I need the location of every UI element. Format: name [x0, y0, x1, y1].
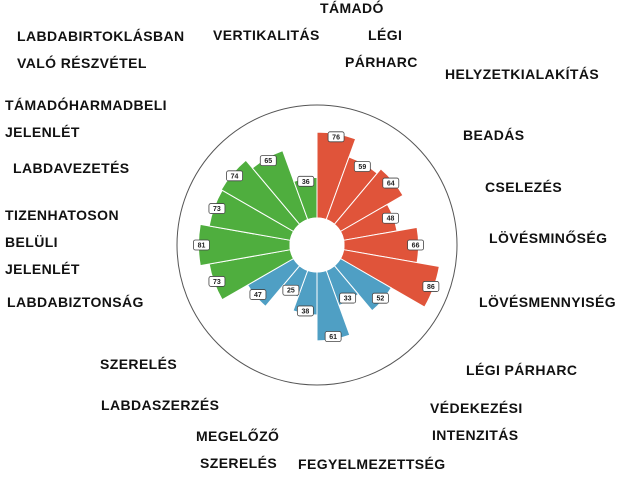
- category-label: SZERELÉS: [200, 455, 278, 471]
- value-label-box: [339, 292, 357, 304]
- value-label-box: [407, 239, 424, 251]
- category-label: LÉGI: [368, 27, 403, 43]
- value-label: 52: [376, 296, 384, 303]
- category-label: LÖVÉSMENNYISÉG: [479, 294, 617, 310]
- value-label-box: [296, 305, 314, 317]
- center-hole: [289, 217, 345, 273]
- category-label: INTENZITÁS: [432, 427, 519, 443]
- category-label: LABDABIRTOKLÁSBAN: [17, 28, 185, 44]
- value-label: 61: [329, 334, 337, 341]
- value-label: 76: [332, 134, 340, 141]
- category-label: LABDABIZTONSÁG: [7, 294, 144, 310]
- value-label: 74: [231, 173, 239, 180]
- value-label-box: [282, 284, 300, 296]
- value-label-box: [208, 276, 226, 287]
- value-label: 47: [254, 292, 262, 299]
- value-label-box: [208, 203, 226, 214]
- value-label: 73: [213, 279, 221, 286]
- category-label: TIZENHATOSON: [5, 207, 119, 223]
- value-label-box: [249, 289, 267, 300]
- category-label: LÉGI PÁRHARC: [466, 362, 578, 378]
- category-label: BEADÁS: [463, 127, 525, 143]
- value-label: 25: [287, 288, 295, 295]
- category-label: VERTIKALITÁS: [213, 27, 320, 43]
- value-label-box: [382, 212, 399, 224]
- value-label-box: [422, 281, 440, 292]
- category-label: CSELEZÉS: [485, 179, 563, 195]
- category-label: SZERELÉS: [100, 356, 178, 372]
- value-label-box: [193, 239, 210, 251]
- category-label: PÁRHARC: [345, 54, 418, 70]
- value-label: 66: [412, 243, 420, 250]
- value-label: 33: [344, 296, 352, 303]
- category-label: HELYZETKIALAKÍTÁS: [445, 66, 600, 82]
- value-label-box: [226, 170, 243, 182]
- category-label: BELÜLI: [5, 234, 58, 250]
- value-label: 36: [302, 179, 310, 186]
- value-label: 64: [387, 181, 395, 188]
- value-label: 48: [387, 216, 395, 223]
- value-label-box: [353, 161, 371, 172]
- category-label: JELENLÉT: [5, 124, 80, 140]
- category-label: LABDAVEZETÉS: [13, 160, 130, 176]
- category-label: FEGYELMEZETTSÉG: [298, 456, 446, 472]
- category-label: MEGELŐZŐ: [196, 428, 280, 444]
- category-label: TÁMADÓHARMADBELI: [5, 97, 167, 113]
- category-label: VÉDEKEZÉSI: [430, 400, 523, 416]
- value-label: 81: [198, 243, 206, 250]
- value-label: 73: [213, 206, 221, 213]
- category-label: LÖVÉSMINŐSÉG: [489, 230, 608, 246]
- value-label: 59: [358, 164, 366, 171]
- value-label: 65: [264, 158, 272, 165]
- value-label-box: [327, 131, 345, 143]
- category-label: TÁMADÓ: [320, 0, 384, 16]
- value-label: 86: [427, 284, 435, 291]
- value-label-box: [297, 175, 315, 187]
- category-label: LABDASZERZÉS: [101, 397, 220, 413]
- value-label: 38: [301, 308, 309, 315]
- category-label: JELENLÉT: [5, 261, 80, 277]
- value-label-box: [382, 177, 400, 189]
- value-label-box: [259, 155, 277, 167]
- outer-circle: [176, 104, 458, 386]
- value-label-box: [371, 292, 389, 304]
- value-label-box: [324, 331, 342, 342]
- category-label: VALÓ RÉSZVÉTEL: [17, 55, 147, 71]
